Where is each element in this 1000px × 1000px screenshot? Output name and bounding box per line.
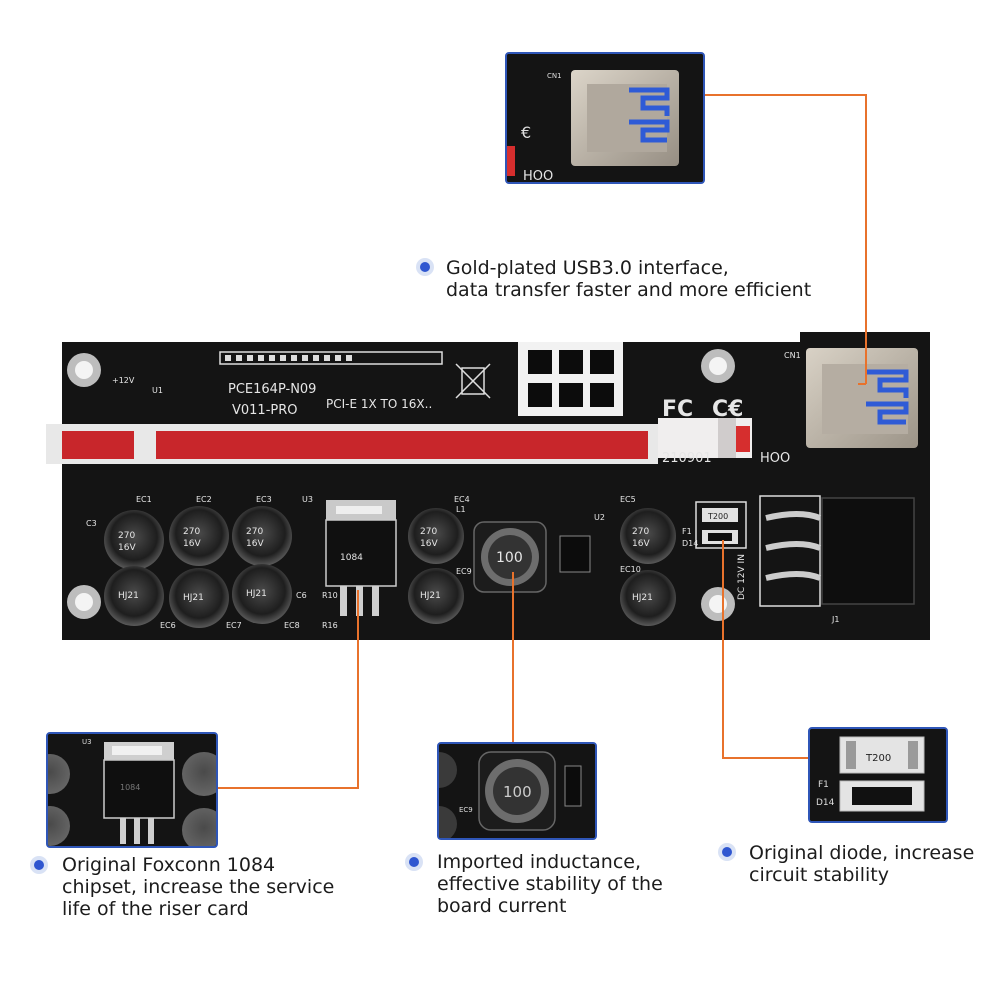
svg-text:T200: T200 [707, 512, 728, 521]
caption-inductance: Imported inductance, effective stability… [437, 851, 663, 917]
bullet-icon [416, 258, 434, 276]
svg-text:16V: 16V [183, 539, 201, 549]
svg-text:270: 270 [632, 527, 649, 537]
svg-text:1084: 1084 [340, 553, 363, 563]
power-input-connector [759, 495, 915, 607]
svg-text:U3: U3 [82, 738, 92, 746]
svg-text:16V: 16V [118, 543, 136, 553]
callout-line-chipset-v [357, 590, 359, 788]
bullet-icon [718, 843, 736, 861]
svg-text:CN1: CN1 [547, 72, 562, 80]
svg-text:C6: C6 [296, 591, 307, 600]
svg-text:D14: D14 [682, 539, 698, 548]
svg-text:HJ21: HJ21 [183, 593, 204, 603]
svg-text:EC6: EC6 [160, 621, 176, 630]
svg-text:U3: U3 [302, 495, 313, 504]
svg-text:T200: T200 [865, 753, 891, 764]
fuse-diode-board: T200 [695, 501, 747, 549]
svg-text:16V: 16V [420, 539, 438, 549]
caption-diode: Original diode, increase circuit stabili… [749, 842, 975, 886]
svg-text:EC2: EC2 [196, 495, 212, 504]
svg-text:270: 270 [183, 527, 200, 537]
board-version: V011-PRO [232, 403, 298, 418]
zoom-inductor: 100 EC9 [437, 742, 597, 840]
svg-text:R10: R10 [322, 591, 338, 600]
svg-text:L1: L1 [456, 505, 466, 514]
svg-text:16V: 16V [246, 539, 264, 549]
svg-text:EC4: EC4 [454, 495, 470, 504]
six-pin-connector [518, 342, 623, 416]
svg-text:F1: F1 [682, 527, 692, 536]
svg-text:R16: R16 [322, 621, 338, 630]
callout-line-chipset-h [214, 787, 359, 789]
svg-text:EC7: EC7 [226, 621, 242, 630]
svg-text:270: 270 [118, 531, 135, 541]
svg-text:270: 270 [246, 527, 263, 537]
svg-text:HOO: HOO [523, 169, 553, 182]
svg-text:EC9: EC9 [459, 806, 473, 814]
svg-text:U2: U2 [594, 513, 605, 522]
svg-text:EC5: EC5 [620, 495, 636, 504]
caption-chipset: Original Foxconn 1084 chipset, increase … [62, 854, 335, 920]
svg-text:HOO: HOO [760, 451, 790, 466]
callout-line-diode-h [722, 757, 810, 759]
svg-text:EC3: EC3 [256, 495, 272, 504]
callout-line-usb-h [704, 94, 866, 96]
svg-text:EC9: EC9 [456, 567, 472, 576]
svg-text:EC10: EC10 [620, 565, 641, 574]
svg-text:1084: 1084 [120, 783, 140, 792]
svg-text:HJ21: HJ21 [118, 591, 139, 601]
svg-text:HJ21: HJ21 [420, 591, 441, 601]
capacitors [104, 506, 676, 628]
zoom-usb-port: HOO CN1 € [505, 52, 705, 184]
bullet-icon [30, 856, 48, 874]
board-model: PCE164P-N09 [228, 382, 316, 397]
regulator-1084-board: 1084 [325, 500, 397, 616]
svg-text:270: 270 [420, 527, 437, 537]
callout-line-diode-v [722, 540, 724, 758]
mounting-holes [67, 349, 735, 621]
callout-line-usb-v [865, 94, 867, 384]
caption-usb: Gold-plated USB3.0 interface, data trans… [446, 257, 812, 301]
svg-text:DC 12V IN: DC 12V IN [737, 554, 747, 600]
svg-text:16V: 16V [632, 539, 650, 549]
pcb-board [62, 332, 930, 640]
svg-text:100: 100 [496, 550, 523, 566]
inductor-board: 100 [473, 521, 547, 593]
svg-text:HJ21: HJ21 [632, 593, 653, 603]
svg-text:J1: J1 [831, 615, 839, 624]
svg-text:HJ21: HJ21 [246, 589, 267, 599]
zoom-fuse-diode: T200 F1 D14 [808, 727, 948, 823]
svg-text:U1: U1 [152, 386, 163, 395]
svg-text:F1: F1 [818, 780, 829, 790]
usb-port-board [806, 348, 918, 448]
weee-symbol [455, 363, 491, 399]
svg-text:EC1: EC1 [136, 495, 152, 504]
svg-text:100: 100 [503, 783, 532, 801]
svg-text:C3: C3 [86, 519, 97, 528]
svg-text:FC: FC [662, 397, 693, 422]
svg-text:CN1: CN1 [784, 351, 801, 360]
svg-text:+12V: +12V [112, 376, 135, 385]
callout-line-inductor-v [512, 572, 514, 742]
callout-line-usb-end [858, 383, 866, 385]
svg-text:210901: 210901 [662, 451, 712, 466]
board-pcie-label: PCI-E 1X TO 16X.. [326, 397, 432, 411]
svg-text:D14: D14 [816, 798, 835, 808]
zoom-regulator-1084: U3 1084 [46, 732, 218, 848]
svg-text:C€: C€ [712, 397, 743, 422]
svg-text:€: € [521, 123, 531, 142]
bullet-icon [405, 853, 423, 871]
svg-text:EC8: EC8 [284, 621, 300, 630]
